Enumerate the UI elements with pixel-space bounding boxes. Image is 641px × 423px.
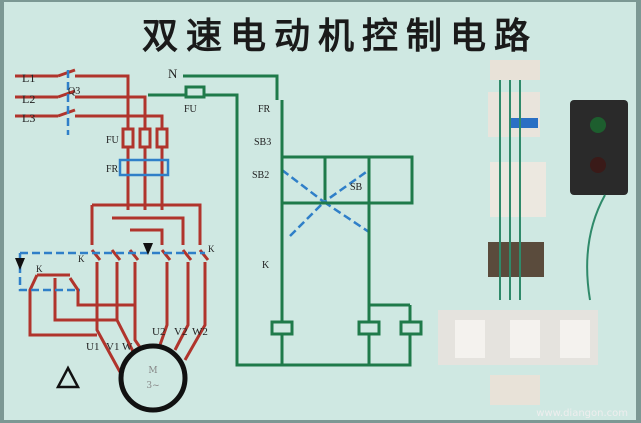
coil-k-high (357, 320, 381, 336)
label-k3: K (208, 244, 215, 254)
label-n: N (168, 66, 178, 81)
label-u1: U1 (86, 341, 99, 353)
control-fuse (184, 85, 206, 99)
label-control-fu: FU (184, 104, 198, 115)
motor-symbol (118, 343, 188, 413)
button-box (570, 100, 628, 195)
label-k2: K (78, 254, 85, 264)
label-w: W (122, 341, 133, 353)
label-v1: V1 (106, 341, 119, 353)
board-title: 双速电动机控制电路 (142, 15, 538, 57)
label-q3: Q3 (68, 86, 80, 97)
label-l1: L1 (22, 71, 35, 85)
coil-k-low (270, 320, 294, 336)
motor-name: M (148, 366, 157, 376)
label-fr: FR (106, 164, 119, 175)
power-circuit (15, 68, 210, 373)
label-control-fr: FR (258, 104, 271, 115)
motor-type: 3~ (146, 381, 159, 391)
label-l3: L3 (22, 111, 35, 125)
fuses (121, 127, 169, 149)
label-v2: V2 (174, 326, 187, 338)
coil-k-aux (399, 320, 423, 336)
label-u2: U2 (152, 326, 165, 338)
label-sb3: SB3 (254, 137, 271, 148)
label-w2: W2 (192, 326, 208, 338)
label-sb: SB (350, 182, 363, 193)
overload-relay-box (118, 158, 170, 177)
label-k1: K (36, 264, 43, 274)
label-sb2: SB2 (252, 170, 269, 181)
watermark: www.diangon.com (536, 408, 628, 419)
label-l2: L2 (22, 92, 35, 106)
label-k-interlock: K (262, 260, 270, 271)
label-fu: FU (106, 135, 120, 146)
physical-components (438, 60, 628, 405)
delta-icon (55, 365, 81, 389)
